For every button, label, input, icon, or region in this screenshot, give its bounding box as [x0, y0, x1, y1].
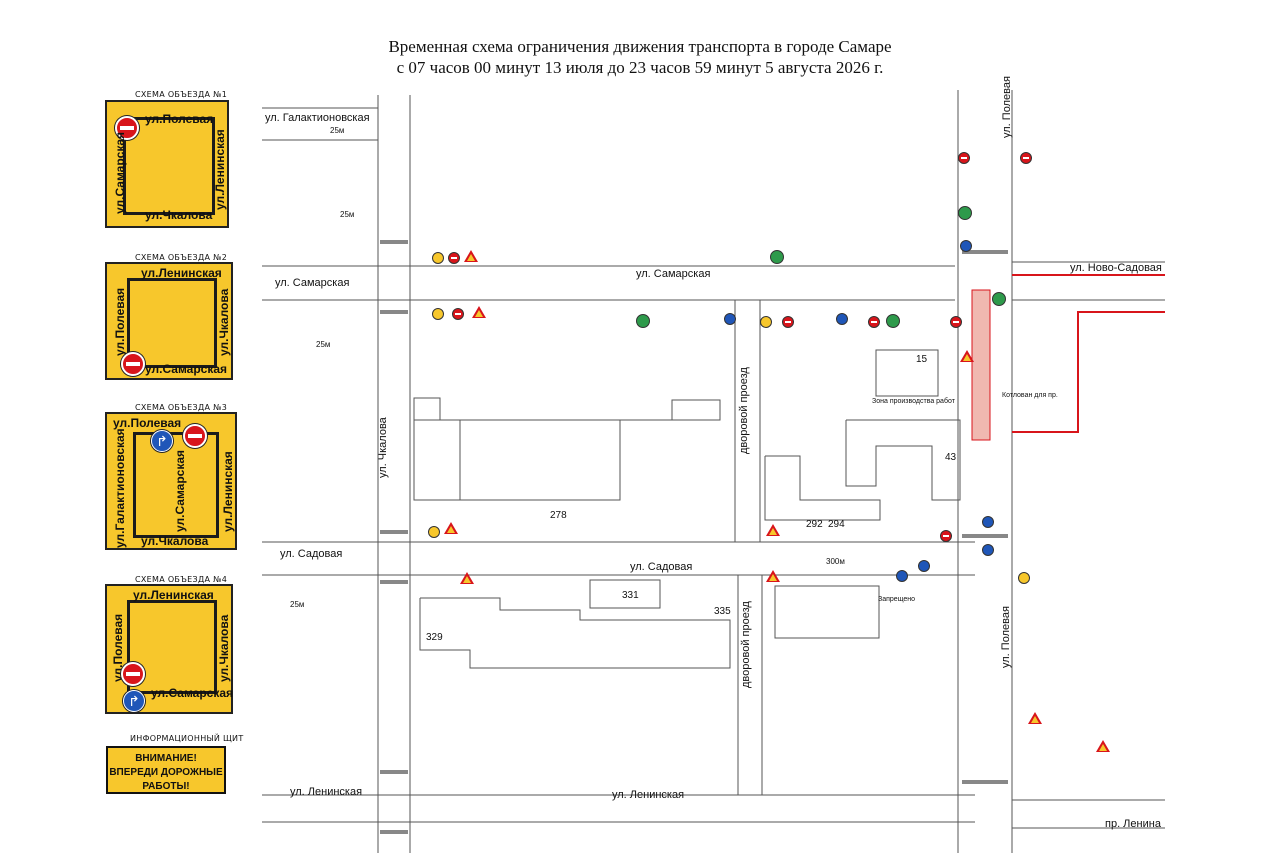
- work-zone-note: Зона производства работ: [872, 398, 955, 405]
- detour-note: Запрещено: [878, 596, 916, 603]
- no-entry-sign-icon: [448, 252, 460, 264]
- street-galaktionovskaya: ул. Галактионовская: [265, 112, 370, 124]
- street-sadovaya-left: ул. Садовая: [280, 548, 343, 560]
- no-entry-sign-icon: [958, 152, 970, 164]
- detour-2-label: СХЕМА ОБЪЕЗДА №2: [135, 253, 228, 262]
- street-samarskaya-left: ул. Самарская: [275, 277, 350, 289]
- detour-3-route: [133, 432, 219, 538]
- street-lenina: пр. Ленина: [1105, 818, 1161, 830]
- building-number: 331: [622, 590, 639, 601]
- building-number: 278: [550, 510, 567, 521]
- no-entry-sign-icon: [868, 316, 880, 328]
- roadworks-sign-icon: [464, 250, 478, 262]
- detour-sign-icon: [992, 292, 1006, 306]
- info-sign-icon: [896, 570, 908, 582]
- distance-label: 25м: [340, 210, 355, 219]
- detour-4-street-top: ул.Ленинская: [133, 588, 214, 602]
- building-number: 335: [714, 606, 731, 617]
- info-sign-icon: [982, 544, 994, 556]
- detour-2-panel: ул.Ленинская ул.Полевая ул.Чкалова ул.Са…: [105, 262, 233, 380]
- no-entry-icon: [121, 352, 145, 376]
- roadworks-sign-icon: [960, 350, 974, 362]
- street-dvor-1: дворовой проезд: [738, 367, 750, 454]
- street-polevaya-top: ул. Полевая: [1001, 76, 1013, 138]
- roadworks-sign-icon: [766, 524, 780, 536]
- detour-1-route: [123, 117, 215, 215]
- no-entry-sign-icon: [940, 530, 952, 542]
- distance-label: 25м: [330, 126, 345, 135]
- info-sign-icon: [982, 516, 994, 528]
- building-number: 329: [426, 632, 443, 643]
- detour-3-street-bottom: ул.Чкалова: [141, 534, 209, 548]
- detour-1-label: СХЕМА ОБЪЕЗДА №1: [135, 90, 228, 99]
- street-leninskaya-mid: ул. Ленинская: [612, 789, 685, 801]
- detour-2-route: [127, 278, 217, 368]
- detour-4-street-bottom: ул.Самарская: [151, 686, 234, 700]
- header-line1: Временная схема ограничения движения тра…: [388, 37, 892, 56]
- speed-limit-sign-icon: [432, 308, 444, 320]
- no-entry-sign-icon: [1020, 152, 1032, 164]
- info-board: ВНИМАНИЕ! ВПЕРЕДИ ДОРОЖНЫЕ РАБОТЫ!: [106, 746, 226, 794]
- building-number: 15: [916, 354, 928, 365]
- roadworks-sign-icon: [472, 306, 486, 318]
- street-dvor-2: дворовой проезд: [740, 601, 752, 688]
- pit-note: Котлован для пр.: [1002, 392, 1058, 399]
- no-entry-icon: [183, 424, 207, 448]
- roadworks-sign-icon: [766, 570, 780, 582]
- detour-sign-icon: [770, 250, 784, 264]
- street-leninskaya-left: ул. Ленинская: [290, 786, 363, 798]
- info-board-text3: РАБОТЫ!: [142, 781, 190, 792]
- detour-4-route: [127, 600, 217, 694]
- detour-sign-icon: [958, 206, 972, 220]
- info-sign-icon: [836, 313, 848, 325]
- turn-right-icon: ↱: [151, 430, 173, 452]
- street-novo-sadovaya: ул. Ново-Садовая: [1070, 262, 1162, 274]
- no-entry-sign-icon: [782, 316, 794, 328]
- street-sadovaya-mid: ул. Садовая: [630, 561, 693, 573]
- street-chkalova: ул. Чкалова: [377, 417, 389, 478]
- info-sign-icon: [724, 313, 736, 325]
- building-number: 43: [945, 452, 957, 463]
- detour-3-street-top: ул.Полевая: [113, 416, 182, 430]
- no-entry-sign-icon: [452, 308, 464, 320]
- detour-sign-icon: [886, 314, 900, 328]
- street-polevaya-bottom: ул. Полевая: [1000, 606, 1012, 668]
- detour-sign-icon: [636, 314, 650, 328]
- detour-4-label: СХЕМА ОБЪЕЗДА №4: [135, 575, 228, 584]
- no-entry-icon: [115, 116, 139, 140]
- roadworks-sign-icon: [1096, 740, 1110, 752]
- distance-label: 300м: [826, 557, 845, 566]
- speed-limit-sign-icon: [432, 252, 444, 264]
- distance-label: 25м: [290, 600, 305, 609]
- info-board-text2: ВПЕРЕДИ ДОРОЖНЫЕ: [109, 767, 223, 778]
- info-board-label: ИНФОРМАЦИОННЫЙ ЩИТ: [130, 734, 244, 743]
- detour-1-panel: ул.Полевая ул.Самарская ул.Ленинская ул.…: [105, 100, 229, 228]
- detour-3-label: СХЕМА ОБЪЕЗДА №3: [135, 403, 228, 412]
- detour-4-panel: ул.Ленинская ул.Полевая ул.Чкалова ↱ ул.…: [105, 584, 233, 714]
- speed-limit-sign-icon: [428, 526, 440, 538]
- building-number: 294: [828, 519, 845, 530]
- street-samarskaya-mid: ул. Самарская: [636, 268, 711, 280]
- speed-limit-sign-icon: [760, 316, 772, 328]
- detour-2-street-top: ул.Ленинская: [141, 266, 222, 280]
- detour-3-panel: ул.Полевая ↱ ул.Галактионовская ул.Самар…: [105, 412, 237, 550]
- header-line2: с 07 часов 00 минут 13 июля до 23 часов …: [396, 58, 884, 77]
- roadworks-sign-icon: [444, 522, 458, 534]
- detour-2-street-bottom: ул.Самарская: [145, 362, 228, 376]
- detour-1-street-top: ул.Полевая: [145, 112, 214, 126]
- info-sign-icon: [918, 560, 930, 572]
- building-number: 292: [806, 519, 823, 530]
- no-entry-icon: [121, 662, 145, 686]
- roadworks-sign-icon: [460, 572, 474, 584]
- speed-limit-sign-icon: [1018, 572, 1030, 584]
- turn-right-icon: ↱: [123, 690, 145, 712]
- no-entry-sign-icon: [950, 316, 962, 328]
- info-sign-icon: [960, 240, 972, 252]
- roadworks-sign-icon: [1028, 712, 1042, 724]
- detour-1-street-bottom: ул.Чкалова: [145, 208, 213, 222]
- distance-label: 25м: [316, 340, 331, 349]
- info-board-text1: ВНИМАНИЕ!: [135, 753, 197, 764]
